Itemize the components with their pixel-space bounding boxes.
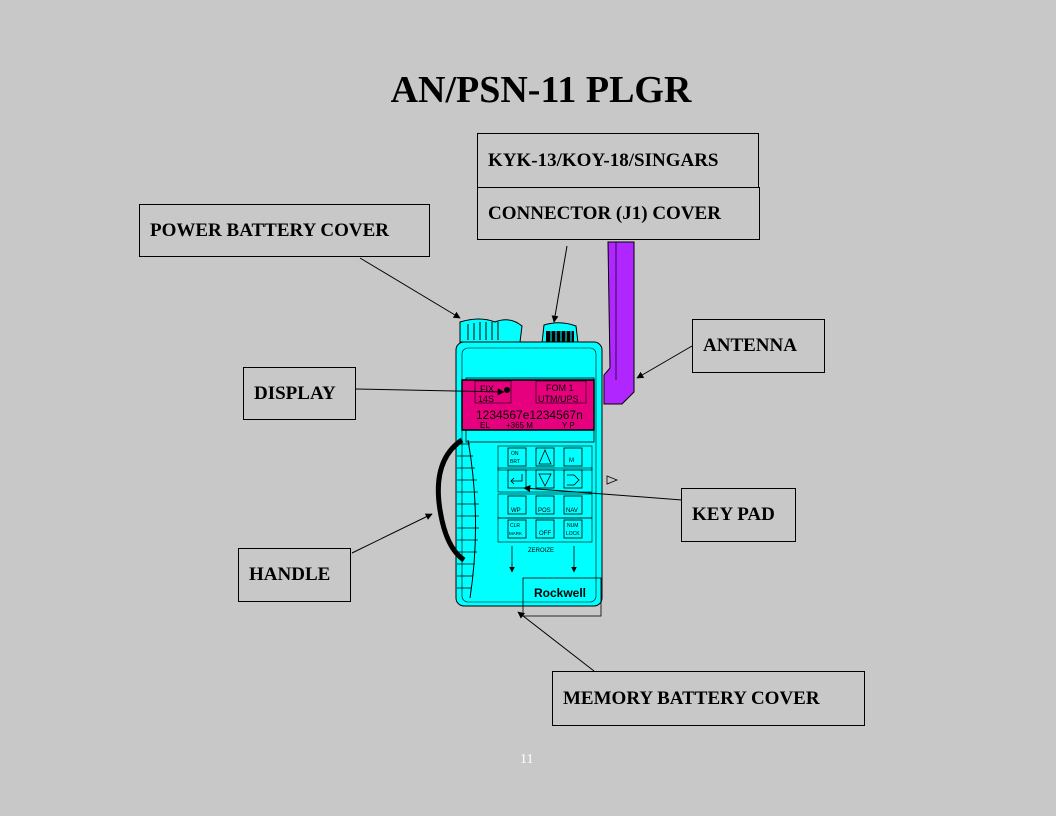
handle-strap (435, 437, 466, 563)
arrow-keypad (523, 484, 683, 501)
label-antenna: ANTENNA (692, 319, 825, 373)
key-right[interactable] (563, 469, 583, 489)
screen-line4-left: EL (480, 421, 490, 430)
screen-line1-right: FOM 1 (546, 383, 574, 393)
label-handle: HANDLE (238, 548, 351, 602)
label-connector-cover: CONNECTOR (J1) COVER (477, 187, 760, 240)
svg-text:OFF: OFF (539, 531, 551, 537)
power-battery-cap (459, 318, 523, 343)
svg-text:ON: ON (511, 451, 519, 457)
svg-text:LOCK: LOCK (566, 531, 580, 537)
arrow-antenna (636, 345, 693, 379)
label-memory-battery-cover: MEMORY BATTERY COVER (552, 671, 865, 726)
svg-text:MARK: MARK (509, 531, 522, 536)
screen-line3: 1234567e1234567n (476, 408, 583, 422)
arrow-handle (351, 513, 433, 554)
page-title: AN/PSN-11 PLGR (390, 69, 692, 111)
display-screen: FIX FOM 1 14S UTM/UPS 1234567e1234567n E… (461, 377, 595, 443)
brand-label: Rockwell (534, 586, 586, 600)
key-off[interactable]: OFF (535, 519, 555, 539)
arrow-display (355, 388, 505, 396)
memory-battery-cover: Rockwell (522, 577, 602, 617)
key-on-brt[interactable]: ON BRT (507, 447, 527, 467)
label-kyk: KYK-13/KOY-18/SINGARS (477, 133, 759, 188)
label-key-pad: KEY PAD (681, 488, 796, 542)
arrow-connector (551, 245, 568, 323)
key-nav[interactable]: NAV (563, 495, 583, 515)
key-clr-mark[interactable]: CLR MARK (507, 519, 527, 539)
svg-text:NAV: NAV (566, 508, 578, 514)
screen-line2-right: UTM/UPS (538, 394, 579, 404)
svg-text:POS: POS (538, 508, 551, 514)
antenna-shape (603, 241, 635, 405)
key-down[interactable] (535, 469, 555, 489)
keypad: ON BRT M WP POS (497, 445, 619, 573)
svg-text:M: M (569, 458, 574, 464)
svg-text:BRT: BRT (510, 459, 520, 465)
svg-text:NUM: NUM (567, 523, 578, 529)
zeroize-label: ZEROIZE (528, 548, 554, 554)
label-display: DISPLAY (243, 367, 356, 420)
arrow-memory-battery (517, 611, 595, 672)
screen-line4-right: Y P (562, 421, 575, 430)
svg-text:WP: WP (511, 508, 521, 514)
arrow-power-battery (359, 257, 461, 319)
screen-line4-mid: +365 M (506, 421, 533, 430)
key-num-lock[interactable]: NUM LOCK (563, 519, 583, 539)
key-menu[interactable]: M (563, 447, 583, 467)
side-grip (457, 439, 479, 599)
svg-text:CLR: CLR (510, 523, 520, 529)
key-wp[interactable]: WP (507, 495, 527, 515)
key-enter[interactable] (507, 469, 527, 489)
key-up[interactable] (535, 447, 555, 467)
screen-line2-left: 14S (478, 394, 494, 404)
label-power-battery-cover: POWER BATTERY COVER (139, 204, 430, 257)
connector-cap (541, 322, 579, 344)
page-number: 11 (520, 752, 534, 767)
screen-line1-left: FIX (480, 384, 494, 394)
key-pos[interactable]: POS (535, 495, 555, 515)
